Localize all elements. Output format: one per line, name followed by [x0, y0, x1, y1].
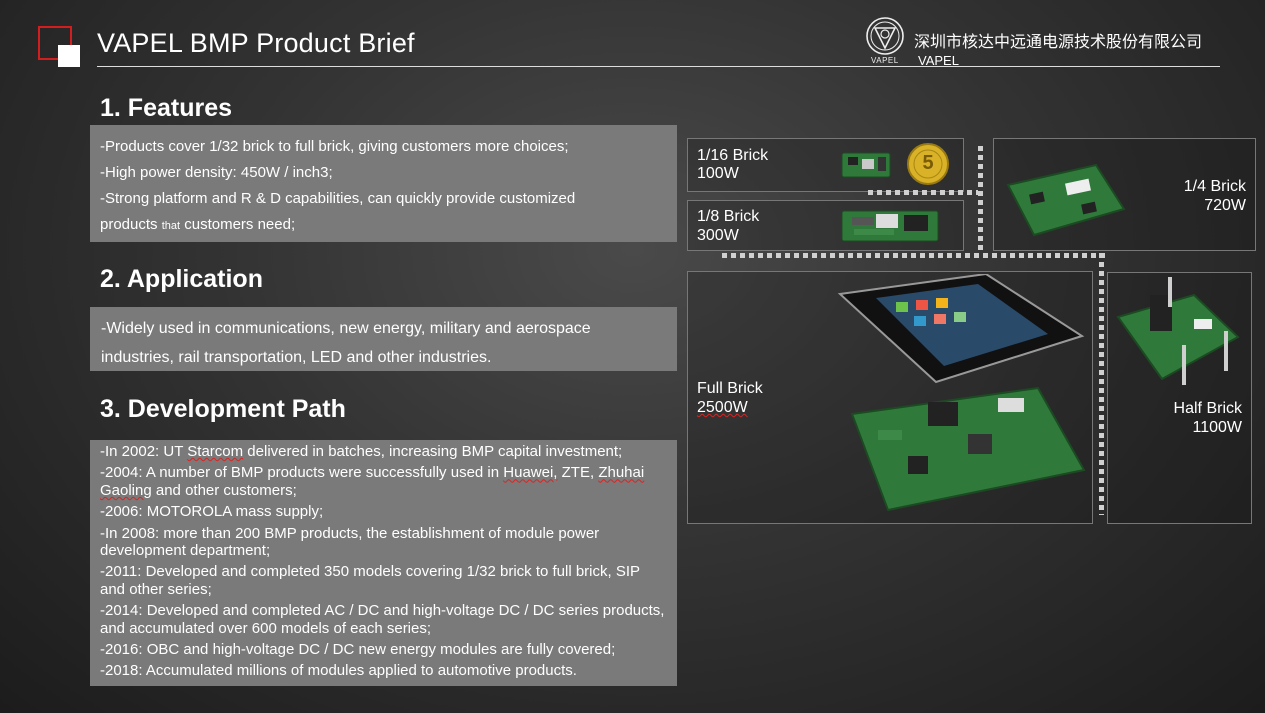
- connector-horizontal: [722, 253, 1106, 258]
- development-line: -2016: OBC and high-voltage DC / DC new …: [100, 641, 616, 659]
- application-heading: 2. Application: [100, 265, 263, 293]
- development-line: -2004: A number of BMP products were suc…: [100, 464, 667, 499]
- company-name-english: VAPEL: [918, 53, 959, 68]
- feature-line: -Products cover 1/32 brick to full brick…: [100, 138, 569, 155]
- panel-half-brick: Half Brick 1100W: [1107, 272, 1252, 524]
- dev-text-flagged: Huawei,: [503, 464, 558, 482]
- logo-square-fill: [58, 45, 80, 67]
- feature-text-small: that: [161, 220, 181, 232]
- company-emblem-icon: [865, 16, 905, 56]
- logo-square-outline: [38, 26, 72, 60]
- connector-horizontal: [868, 190, 978, 195]
- coin-value: 5: [922, 152, 934, 174]
- feature-text: products: [100, 216, 162, 233]
- module-1-16-image: [840, 147, 892, 183]
- features-box: -Products cover 1/32 brick to full brick…: [90, 125, 677, 242]
- panel-1-16-brick: 1/16 Brick 100W 5: [687, 138, 964, 192]
- product-name: Full Brick: [697, 380, 763, 397]
- dev-text: -2004: A number of BMP products were suc…: [100, 464, 504, 482]
- development-line: -2011: Developed and completed 350 model…: [100, 563, 640, 598]
- module-full-image: [848, 384, 1088, 514]
- features-heading: 1. Features: [100, 94, 233, 122]
- product-name: 1/8 Brick: [697, 208, 760, 225]
- development-heading: 3. Development Path: [100, 395, 346, 423]
- product-power: 720W: [1204, 197, 1246, 214]
- product-power: 1100W: [1192, 419, 1242, 436]
- dev-text: delivered in batches, increasing BMP cap…: [243, 443, 623, 460]
- module-1-8-image: [840, 205, 940, 247]
- coin-icon: 5: [906, 142, 950, 186]
- company-name-chinese: 深圳市核达中远通电源技术股份有限公司: [914, 32, 1203, 51]
- development-line: -In 2002: UT Starcom delivered in batche…: [100, 443, 667, 460]
- connector-vertical: [1099, 253, 1104, 515]
- smartphone-image: [836, 274, 1086, 384]
- development-line: -2014: Developed and completed AC / DC a…: [100, 602, 665, 637]
- module-half-image: [1112, 275, 1242, 397]
- dev-text-flagged: Starcom: [187, 443, 244, 460]
- application-text: -Widely used in communications, new ener…: [101, 320, 591, 366]
- panel-full-brick: Full Brick 2500W: [687, 271, 1093, 524]
- product-power: 2500W: [697, 399, 748, 416]
- application-box: -Widely used in communications, new ener…: [90, 307, 677, 371]
- page-title: VAPEL BMP Product Brief: [97, 28, 415, 58]
- feature-text: customers need;: [180, 216, 296, 233]
- dev-text-flagged: Zhuhai Gaoling: [100, 464, 645, 499]
- product-power: 300W: [697, 227, 739, 244]
- emblem-caption: VAPEL: [871, 56, 899, 65]
- connector-vertical: [978, 146, 983, 254]
- development-box: -In 2002: UT Starcom delivered in batche…: [90, 440, 677, 686]
- product-power-flagged: 2500W: [697, 398, 748, 417]
- product-name: Half Brick: [1173, 400, 1242, 417]
- development-line: -In 2008: more than 200 BMP products, th…: [100, 524, 600, 560]
- module-1-4-image: [1000, 157, 1130, 247]
- panel-1-8-brick: 1/8 Brick 300W: [687, 200, 964, 251]
- title-divider: [97, 66, 1220, 67]
- dev-text: ZTE,: [557, 464, 599, 482]
- product-power: 100W: [697, 165, 739, 182]
- feature-line: products that customers need;: [100, 212, 667, 239]
- feature-line: -Strong platform and R & D capabilities,…: [100, 190, 576, 207]
- product-name: 1/16 Brick: [697, 147, 769, 164]
- development-line: -2018: Accumulated millions of modules a…: [100, 662, 577, 680]
- development-line: -2006: MOTOROLA mass supply;: [100, 503, 324, 521]
- feature-line: -High power density: 450W / inch3;: [100, 164, 333, 181]
- panel-1-4-brick: 1/4 Brick 720W: [993, 138, 1256, 251]
- product-name: 1/4 Brick: [1183, 178, 1246, 195]
- dev-text: and other customers;: [151, 481, 297, 499]
- dev-text: -In 2002: UT: [100, 443, 188, 460]
